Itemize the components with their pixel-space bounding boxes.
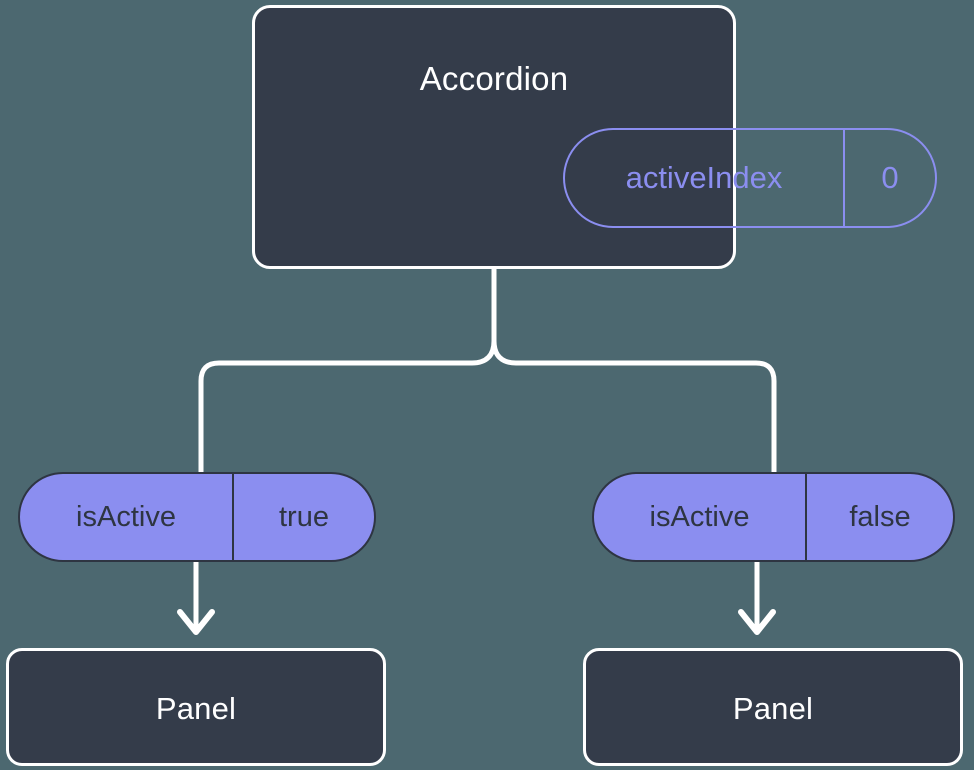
arrowhead-left <box>177 609 215 635</box>
prop-pill-is-active-true-key: isActive <box>76 500 176 533</box>
wire-fork-left <box>198 338 497 475</box>
node-panel-left-label: Panel <box>155 691 237 726</box>
node-panel-right[interactable]: Panel <box>583 648 963 766</box>
state-pill-active-index-key: activeIndex <box>625 160 783 195</box>
prop-pill-is-active-false-value: false <box>805 474 953 560</box>
prop-pill-is-active-false[interactable]: isActive false <box>592 472 955 562</box>
node-panel-right-label: Panel <box>732 691 814 726</box>
node-accordion-label: Accordion <box>419 60 569 97</box>
state-pill-active-index[interactable]: activeIndex 0 <box>563 128 937 228</box>
prop-pill-is-active-false-key: isActive <box>649 500 750 533</box>
wire-fork-right <box>491 338 777 475</box>
prop-pill-is-active-true-value: true <box>232 474 374 560</box>
node-panel-left[interactable]: Panel <box>6 648 386 766</box>
arrowhead-right <box>738 609 776 635</box>
node-accordion[interactable]: Accordion activeIndex 0 <box>252 5 937 269</box>
prop-pill-is-active-true[interactable]: isActive true <box>18 472 376 562</box>
state-pill-active-index-value: 0 <box>843 130 935 226</box>
